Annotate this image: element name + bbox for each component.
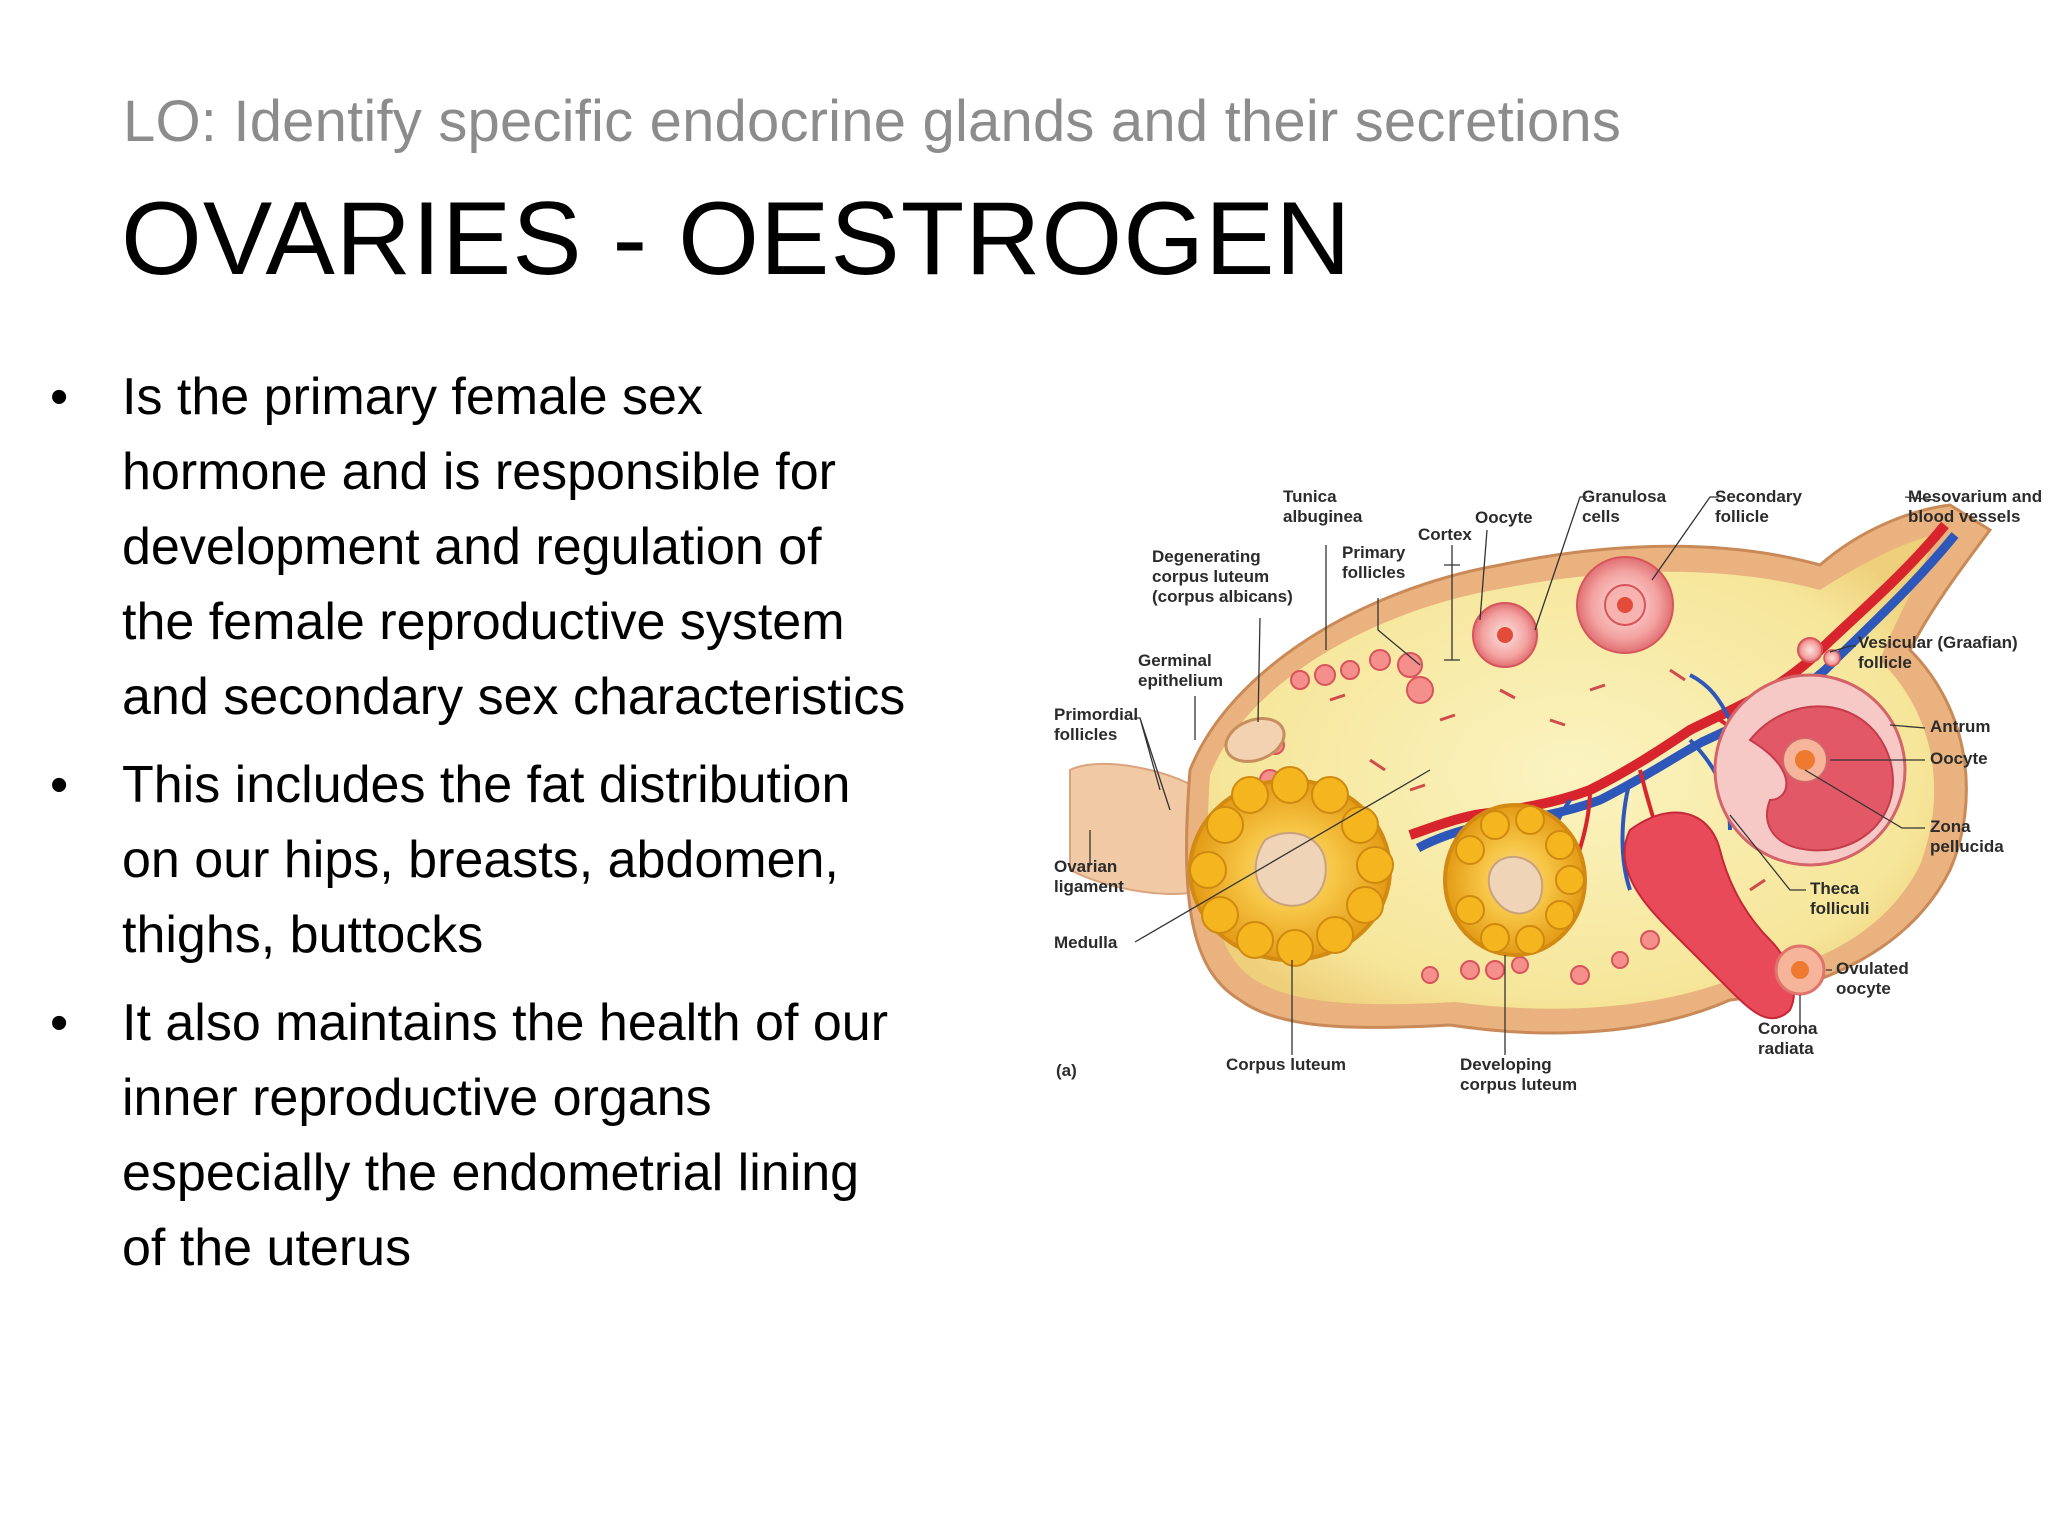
label-antrum: Antrum [1930,717,1990,736]
label-oocyte-right: Oocyte [1930,749,1988,768]
bullet-line: thighs, buttocks [122,906,484,964]
bullet-dot: • [50,994,69,1052]
developing-corpus-luteum [1443,803,1587,957]
ruptured-follicle [1623,811,1795,1020]
bullet-line: hormone and is responsible for [122,443,836,501]
bullet-dot: • [50,368,69,426]
bullet-item: • Is the primary female sex hormone and … [40,360,1000,735]
bullet-line: This includes the fat distribution [122,756,851,814]
leader-lines [1089,496,1936,1055]
label-vesicular: Vesicular (Graafian)follicle [1858,633,2018,672]
label-oocyte-top: Oocyte [1475,508,1533,527]
bullet-dot: • [50,756,69,814]
bullet-line: especially the endometrial lining [122,1144,860,1202]
bullet-line: Is the primary female sex [122,368,703,426]
bullet-line: It also maintains the health of our [122,994,889,1052]
bullet-line: the female reproductive system [122,593,845,651]
label-cortex: Cortex [1418,525,1472,544]
bullet-line: on our hips, breasts, abdomen, [122,831,839,889]
bullet-item: • This includes the fat distribution on … [40,748,1000,973]
corpus-albicans [1224,717,1286,763]
ovary-cortex [1207,535,1935,1009]
bullet-line: and secondary sex characteristics [122,668,906,726]
blood-vessel-red [1408,521,1949,840]
bullet-line: inner reproductive organs [122,1069,712,1127]
label-corpus-luteum: Corpus luteum [1226,1055,1346,1074]
learning-objective: LO: Identify specific endocrine glands a… [123,89,1622,154]
corpus-luteum [1188,766,1394,967]
graafian-follicle [1713,673,1907,867]
slide-title: OVARIES - OESTROGEN [121,181,1352,297]
bullet-item: • It also maintains the health of our in… [40,986,1000,1286]
label-panel: (a) [1056,1061,1077,1080]
bullet-line: development and regulation of [122,518,822,576]
ovulated-oocyte [1774,944,1826,996]
bullet-list: • Is the primary female sex hormone and … [40,360,1000,1299]
bullet-line: of the uterus [122,1219,412,1277]
label-medulla: Medulla [1054,933,1118,952]
